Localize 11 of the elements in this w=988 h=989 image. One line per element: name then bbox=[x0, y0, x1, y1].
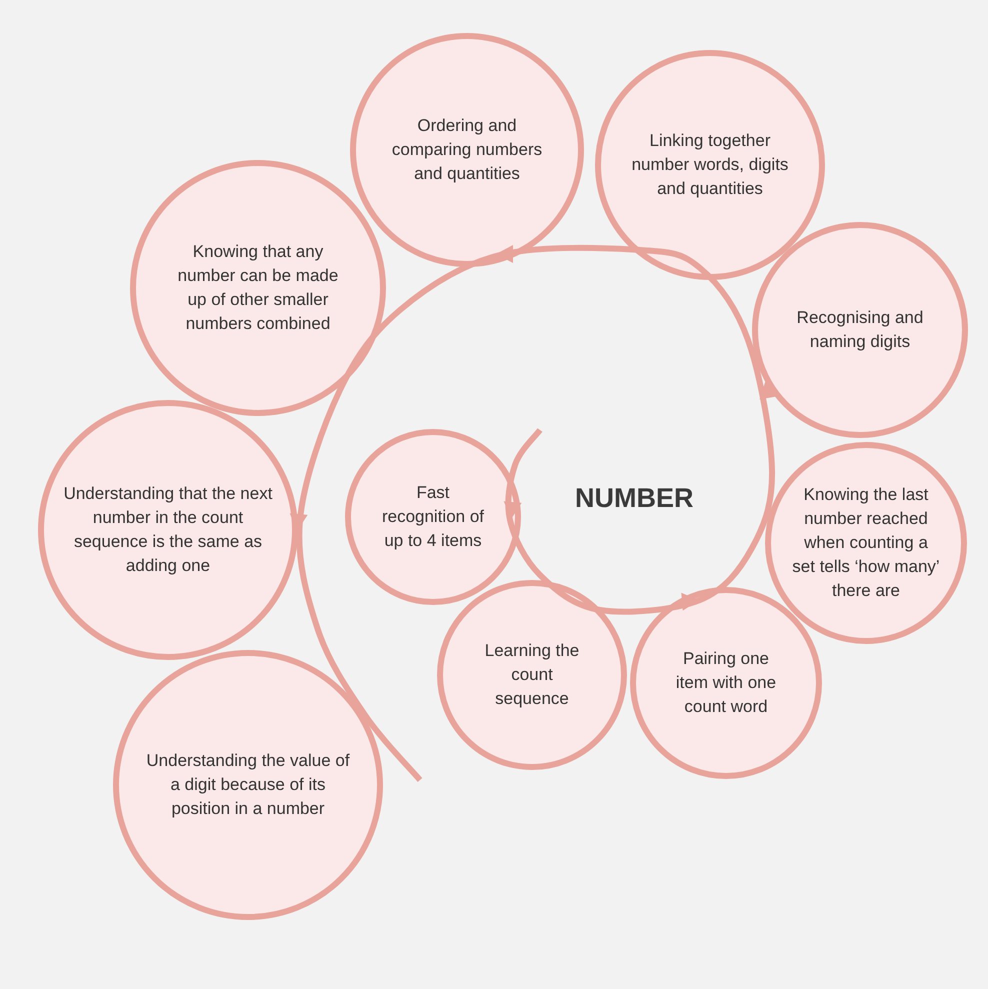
topic-text: Pairing one item with one count word bbox=[674, 648, 778, 718]
topic-text: Knowing the last number reached when counting a set tells ‘how many’ there are bbox=[791, 484, 941, 602]
topic-text: Understanding the value of a digit because of its position in a number bbox=[146, 750, 350, 820]
topic-text: Fast recognition of up to 4 items bbox=[380, 482, 486, 552]
topic-text: Ordering and comparing numbers and quantities bbox=[390, 115, 544, 185]
topic-text: Learning the count sequence bbox=[484, 640, 580, 710]
topic-text: Linking together number words, digits and quantities bbox=[630, 130, 790, 200]
topic-text: Understanding that the next number in the count sequence is the same as adding one bbox=[62, 483, 274, 577]
topic-text: Recognising and naming digits bbox=[796, 307, 924, 353]
topic-text: Knowing that any number can be made up of other smaller numbers combined bbox=[176, 241, 340, 335]
diagram-title: NUMBER bbox=[575, 482, 694, 515]
